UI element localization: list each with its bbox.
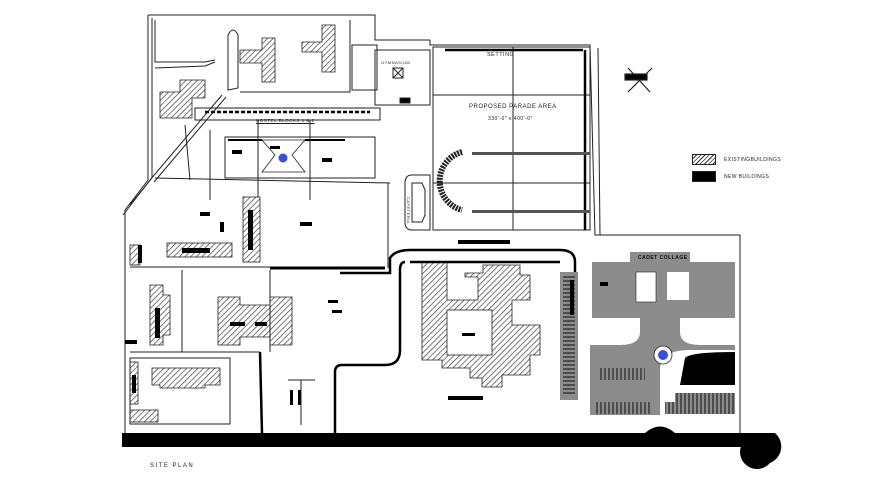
site-boundary [124,14,741,433]
gymnasium-label: GYMNASIUM [381,60,411,65]
legend-label-new: NEW BUILDINGS [724,173,770,180]
parade-area-dimensions: 330'-0" x 400'-0" [488,116,533,122]
existing-residences [159,24,336,119]
college-fountain [653,345,673,365]
setting-label: SETTING [487,52,515,58]
parade-area [432,46,591,231]
legend-item-new: NEW BUILDINGS [692,171,769,182]
diagonal-path [122,94,227,216]
cadet-college-text: CADET COLLAGE [638,255,688,261]
cadet-college [590,252,735,415]
gymnasium [374,49,431,106]
hostel-blocks [154,107,391,200]
hostel-fountain [277,152,289,164]
west-buildings [129,196,293,423]
internal-road [258,248,577,434]
main-road [122,426,782,469]
helipad-icon [624,67,653,93]
hostel-blocks-text: HOSTEL BLOCKS 1 & 2 [256,118,315,123]
solid-swatch-icon [692,171,716,182]
west-plot-lines [129,183,389,425]
cafeteria-text: CAFETERIA [406,197,411,224]
site-plan-title: SITE PLAN [150,463,195,469]
parade-area-label: PROPOSED PARADE AREA [469,104,557,110]
legend-label-existing: EXISTINGBUILDINGS [724,156,782,163]
cafeteria [404,174,431,231]
hatched-swatch-icon [692,154,716,165]
west-new-buildings [125,210,342,405]
legend-item-existing: EXISTINGBUILDINGS [692,154,781,165]
north-west-compound [154,20,378,93]
